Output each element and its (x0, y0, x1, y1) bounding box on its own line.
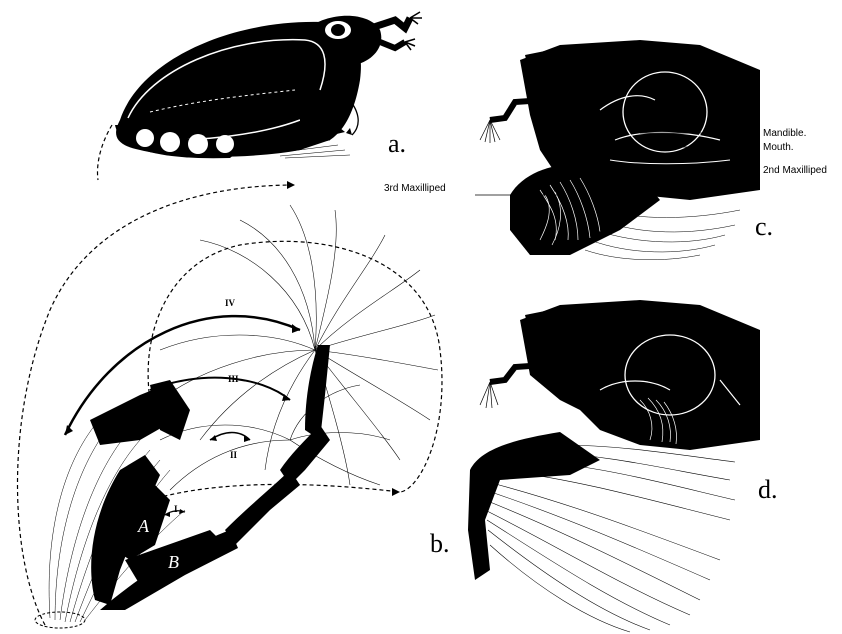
callout-mandible: Mandible. (763, 128, 806, 139)
callout-mouth: Mouth. (763, 142, 794, 153)
callout-2nd-maxilliped: 2nd Maxilliped (763, 165, 827, 176)
panel-b-sweep-diagram: A B IV III II I b. (18, 181, 450, 628)
panel-b-label: b. (430, 529, 450, 558)
panel-a-label: a. (388, 129, 406, 158)
segment-B-label: B (168, 552, 179, 572)
panel-c-label: c. (755, 212, 773, 241)
panel-c-mouthparts: Mandible. Mouth. 2nd Maxilliped 3rd Maxi… (384, 40, 827, 260)
panel-d-mouthparts: d. (468, 300, 778, 632)
arc-label-II: II (230, 450, 238, 460)
arc-label-IV: IV (225, 298, 236, 308)
arc-label-I: I (174, 504, 178, 514)
segment-A-label: A (137, 516, 150, 536)
arc-label-III: III (228, 374, 239, 384)
panel-a-animal: a. (98, 12, 422, 180)
panel-d-label: d. (758, 475, 778, 504)
callout-3rd-maxilliped: 3rd Maxilliped (384, 183, 446, 194)
